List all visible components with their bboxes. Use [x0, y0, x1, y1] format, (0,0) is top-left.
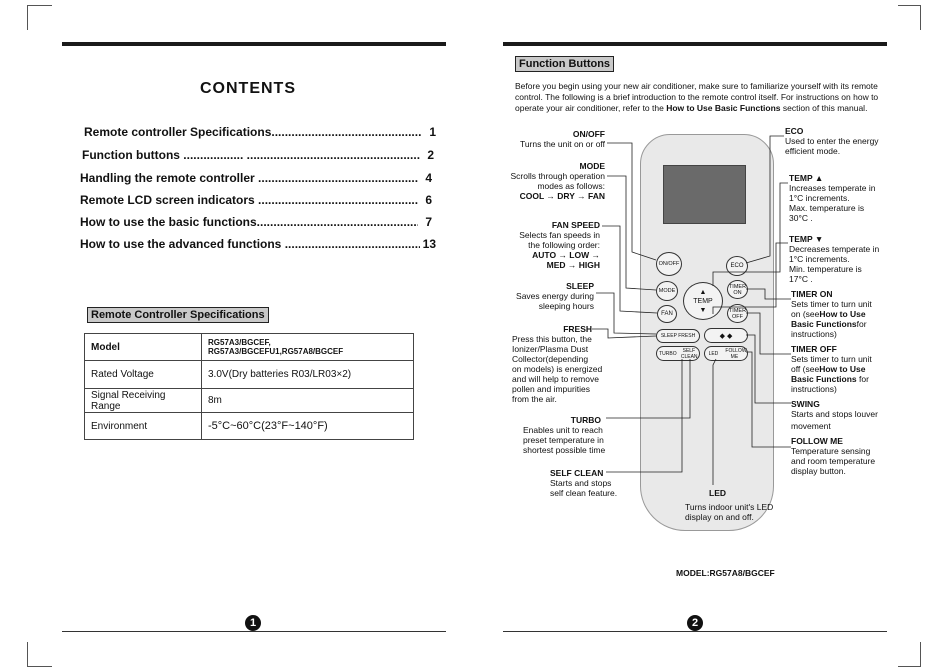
- temp-up-icon[interactable]: ▲: [699, 288, 707, 296]
- spec-table: Model RG57A3/BGCEF, RG57A3/BGCEFU1,RG57A…: [84, 333, 414, 440]
- top-rule: [503, 42, 887, 46]
- crop-mark: [27, 642, 28, 667]
- crop-mark: [27, 5, 28, 30]
- toc-entry[interactable]: How to use the advanced functions ......…: [80, 237, 436, 251]
- table-row: Environment -5°C~60°C(23°F~140°F): [84, 412, 414, 440]
- led-label[interactable]: LED: [708, 350, 719, 357]
- bottom-rule: [62, 631, 446, 632]
- crop-mark: [898, 5, 921, 6]
- intro-paragraph: Before you begin using your new air cond…: [515, 81, 879, 113]
- spec-header: Remote Controller Specifications: [87, 307, 269, 323]
- toc-entry[interactable]: Handling the remote controller .........…: [80, 171, 432, 185]
- timer-off-button[interactable]: TIMER OFF: [727, 304, 748, 323]
- fan-button[interactable]: FAN: [657, 305, 677, 323]
- toc-entry[interactable]: Function buttons .................. ....…: [82, 148, 434, 162]
- top-rule: [62, 42, 446, 46]
- table-row: Model RG57A3/BGCEF, RG57A3/BGCEFU1,RG57A…: [84, 333, 414, 361]
- crop-mark: [920, 5, 921, 30]
- toc-entry[interactable]: How to use the basic functions..........…: [80, 215, 432, 229]
- onoff-button[interactable]: ON/OFF: [656, 252, 682, 276]
- crop-mark: [27, 5, 52, 6]
- crop-mark: [27, 666, 52, 667]
- page-number: 1: [245, 615, 261, 631]
- swing-icon: ◆ ◆: [719, 332, 733, 340]
- model-caption: MODEL:RG57A8/BGCEF: [676, 568, 775, 578]
- turbo-selfclean-button[interactable]: TURBO SELF CLEAN: [656, 346, 700, 361]
- eco-button[interactable]: ECO: [726, 256, 748, 276]
- mode-button[interactable]: MODE: [656, 281, 678, 301]
- temp-rocker: ▲ TEMP ▼: [693, 288, 713, 314]
- swing-button[interactable]: ◆ ◆: [704, 328, 748, 343]
- page-number: 2: [687, 615, 703, 631]
- turbo-label[interactable]: TURBO: [659, 350, 677, 357]
- temp-button[interactable]: ▲ TEMP ▼: [683, 282, 723, 320]
- follow-me-label[interactable]: FOLLOW ME: [725, 347, 747, 360]
- crop-mark: [898, 666, 921, 667]
- timer-on-button[interactable]: TIMER ON: [727, 280, 748, 299]
- crop-mark: [920, 642, 921, 667]
- function-buttons-header: Function Buttons: [515, 56, 615, 72]
- lcd-screen: [663, 165, 746, 224]
- toc-entry[interactable]: Remote LCD screen indicators ...........…: [80, 193, 432, 207]
- self-clean-label[interactable]: SELF CLEAN: [680, 347, 698, 360]
- toc-entry[interactable]: Remote controller Specifications........…: [84, 125, 436, 139]
- sleep-fresh-button[interactable]: SLEEP FRESH: [656, 329, 700, 343]
- led-followme-button[interactable]: LED FOLLOW ME: [704, 346, 748, 361]
- temp-down-icon[interactable]: ▼: [699, 306, 707, 314]
- bottom-rule: [503, 631, 887, 632]
- contents-title: CONTENTS: [200, 80, 296, 97]
